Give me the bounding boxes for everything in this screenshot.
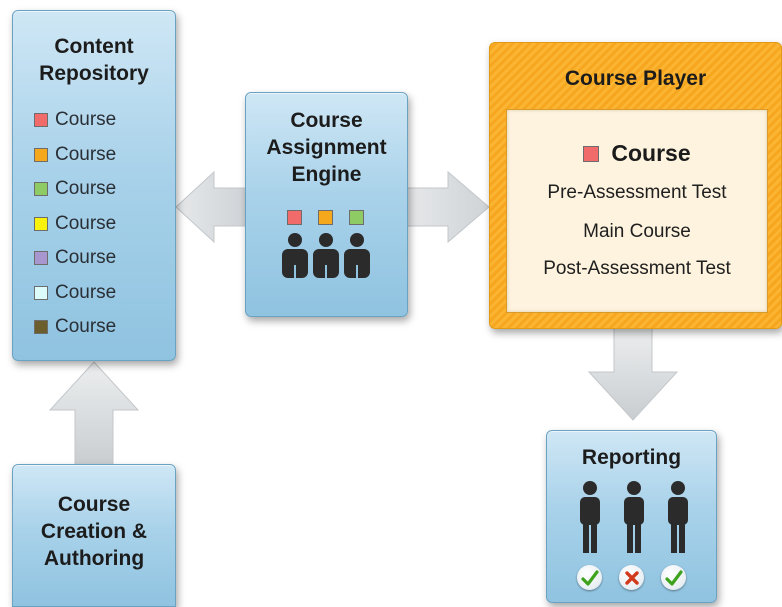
person-icon bbox=[282, 233, 308, 278]
course-creation-title: Course Creation & Authoring bbox=[40, 493, 148, 570]
player-course-heading: Course bbox=[507, 140, 767, 167]
person-icon bbox=[344, 233, 370, 278]
course-creation-box: Course Creation & Authoring bbox=[12, 464, 176, 607]
result-mark bbox=[661, 565, 686, 590]
course-color-swatch bbox=[34, 113, 48, 128]
course-player-panel: Course Pre-Assessment Test Main Course P… bbox=[506, 109, 768, 313]
person-icon bbox=[580, 481, 600, 553]
arrow-engine-to-repository bbox=[175, 170, 248, 244]
course-color-swatch bbox=[34, 285, 48, 300]
check-icon bbox=[580, 569, 599, 586]
main-course-step: Main Course bbox=[583, 221, 691, 242]
course-player-title: Course Player bbox=[564, 67, 707, 90]
course-label: Course bbox=[55, 247, 117, 269]
course-label: Course bbox=[55, 178, 117, 200]
reporting-box: Reporting bbox=[546, 430, 717, 603]
reporting-people-icons bbox=[578, 481, 690, 553]
result-mark bbox=[577, 565, 602, 590]
person-icon bbox=[668, 481, 688, 553]
person-icon bbox=[624, 481, 644, 553]
course-color-swatch bbox=[34, 320, 48, 335]
post-assessment-step: Post-Assessment Test bbox=[543, 258, 731, 279]
course-list-item: Course bbox=[34, 172, 116, 207]
arrow-creation-to-repository bbox=[48, 361, 140, 467]
course-color-swatch bbox=[34, 216, 48, 231]
check-icon bbox=[664, 569, 683, 586]
course-color-swatch bbox=[34, 147, 48, 162]
course-list-item: Course bbox=[34, 207, 116, 242]
course-color-swatch bbox=[34, 251, 48, 266]
course-player-box: Course Player Course Pre-Assessment Test… bbox=[489, 42, 782, 329]
player-course-swatch bbox=[583, 146, 600, 162]
course-label: Course bbox=[55, 316, 117, 338]
engine-title: Course Assignment Engine bbox=[266, 109, 387, 186]
result-mark bbox=[619, 565, 644, 590]
player-course-label: Course bbox=[611, 140, 691, 166]
content-repository-title: Content Repository bbox=[39, 35, 149, 85]
course-list-item: Course bbox=[34, 310, 116, 345]
reporting-result-marks bbox=[577, 565, 686, 590]
course-list-item: Course bbox=[34, 276, 116, 311]
course-label: Course bbox=[55, 212, 117, 234]
course-label: Course bbox=[55, 143, 117, 165]
course-list-item: Course bbox=[34, 103, 116, 138]
arrow-engine-to-player bbox=[405, 170, 490, 244]
course-label: Course bbox=[55, 281, 117, 303]
engine-people-icons bbox=[281, 233, 371, 278]
reporting-title: Reporting bbox=[581, 446, 682, 469]
course-color-swatch bbox=[287, 210, 302, 225]
course-list-item: Course bbox=[34, 241, 116, 276]
arrow-player-to-reporting bbox=[587, 327, 679, 421]
course-color-swatch bbox=[34, 182, 48, 197]
person-icon bbox=[313, 233, 339, 278]
course-color-swatch bbox=[349, 210, 364, 225]
pre-assessment-step: Pre-Assessment Test bbox=[547, 182, 727, 203]
course-label: Course bbox=[55, 109, 117, 131]
course-color-swatch bbox=[318, 210, 333, 225]
course-assignment-engine-box: Course Assignment Engine bbox=[245, 92, 408, 317]
cross-icon bbox=[624, 570, 639, 585]
engine-course-swatches bbox=[287, 210, 364, 225]
course-list-item: Course bbox=[34, 138, 116, 173]
